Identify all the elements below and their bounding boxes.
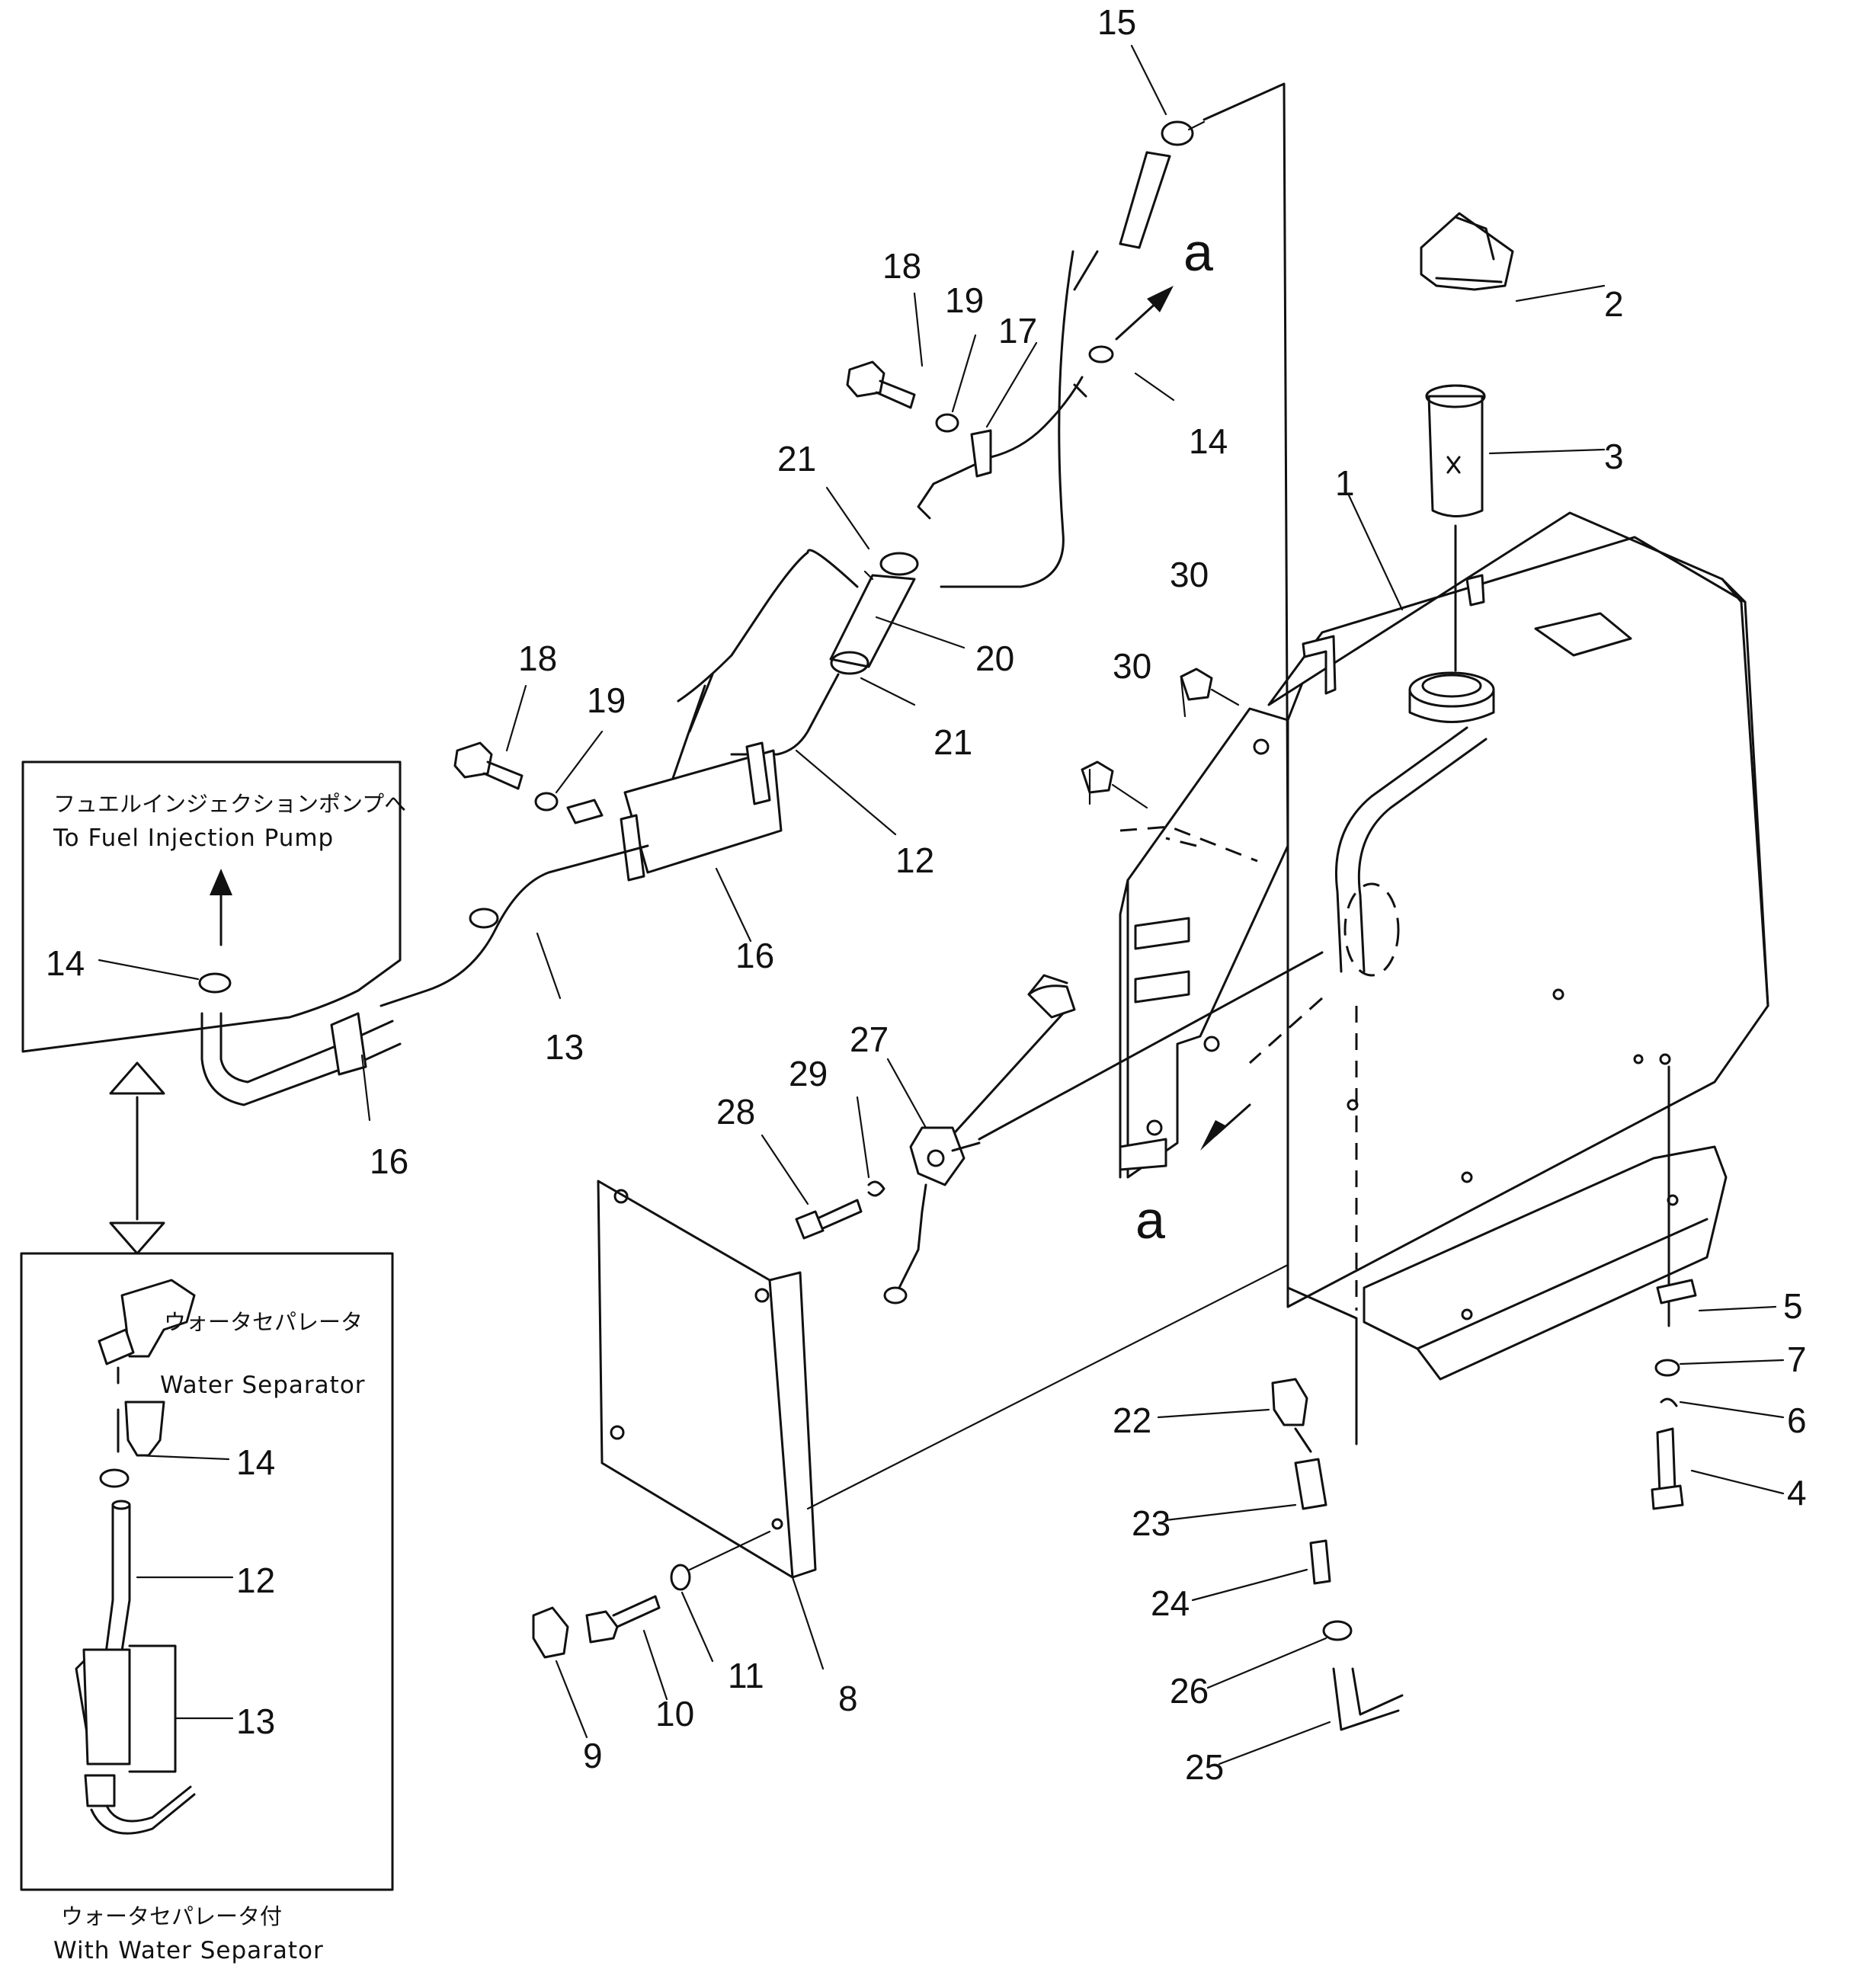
view-marks: a a [1135,222,1251,1250]
callout-12c: 12 [236,1561,275,1600]
callout-20: 20 [975,639,1014,678]
callout-17: 17 [998,311,1037,351]
callout-26: 26 [1170,1671,1209,1711]
callout-23: 23 [1132,1503,1170,1543]
callout-18b: 18 [518,639,557,678]
callout-16a: 16 [735,936,774,975]
callout-27: 27 [850,1020,889,1059]
callout-12b: 12 [895,840,934,880]
callout-19b: 19 [587,680,626,720]
callout-14b: 14 [46,943,85,983]
fuel-cap-2 [1420,212,1514,291]
bolt-18-lower [453,741,559,812]
callout-5: 5 [1783,1286,1803,1326]
inset-fuel-injection [21,760,402,1106]
strainer-3 [1425,384,1486,672]
callout-8: 8 [838,1679,858,1718]
callout-numbers: 15 2 3 1 14 18 19 17 21 20 21 30 30 18 1… [46,2,1807,1787]
callout-22: 22 [1113,1401,1151,1440]
callout-3: 3 [1604,437,1624,476]
callout-4: 4 [1787,1473,1807,1513]
bolt-18-upper [846,360,959,433]
callout-6: 6 [1787,1401,1807,1440]
return-pipe [1334,726,1488,977]
callout-30b: 30 [1113,646,1151,686]
view-mark-a-bottom: a [1135,1190,1165,1250]
inset-labels: フュエルインジェクションポンプへ To Fuel Injection Pump … [53,791,406,1964]
callout-13c: 13 [236,1701,275,1741]
callout-30a: 30 [1170,555,1209,594]
tank-bracket-plate [1119,707,1289,1179]
fuel-piping [379,120,1206,1007]
callout-14c: 14 [236,1442,275,1482]
callout-15: 15 [1097,2,1136,42]
callout-14a: 14 [1189,421,1228,461]
callout-21b: 21 [934,722,972,762]
callout-7: 7 [1787,1340,1807,1379]
callout-16b: 16 [370,1141,408,1181]
to-pump-label-jp: フュエルインジェクションポンプへ [53,791,406,817]
linkage-arrow [109,1061,165,1255]
fuel-gauge-sender-27 [795,951,1324,1305]
callout-21a: 21 [777,439,816,479]
tank-mount-hardware [1651,1065,1697,1510]
callout-29: 29 [789,1054,828,1093]
callout-13b: 13 [545,1027,584,1067]
drain-assembly [1271,1378,1404,1731]
front-fittings [532,1530,771,1659]
callout-24: 24 [1151,1583,1190,1623]
leader-lines [98,44,1785,1766]
callout-2: 2 [1604,284,1624,324]
fuel-tank [1267,511,1769,1381]
callout-9: 9 [583,1736,603,1775]
callout-25: 25 [1185,1747,1224,1787]
callout-10: 10 [655,1694,694,1733]
callout-1: 1 [1335,463,1355,503]
to-pump-label-en: To Fuel Injection Pump [53,824,334,852]
callout-19a: 19 [945,280,984,320]
with-water-sep-caption-en: With Water Separator [53,1937,324,1964]
inset-water-separator [20,1252,394,1891]
view-mark-a-top: a [1183,222,1213,282]
with-water-sep-caption-jp: ウォータセパレータ付 [61,1903,282,1929]
callout-11: 11 [728,1656,764,1695]
reference-plane [1119,82,1358,1445]
callout-18a: 18 [882,246,921,286]
water-sep-label-en: Water Separator [160,1372,366,1399]
callout-28: 28 [716,1092,755,1132]
water-sep-label-jp: ウォータセパレータ [164,1309,363,1335]
